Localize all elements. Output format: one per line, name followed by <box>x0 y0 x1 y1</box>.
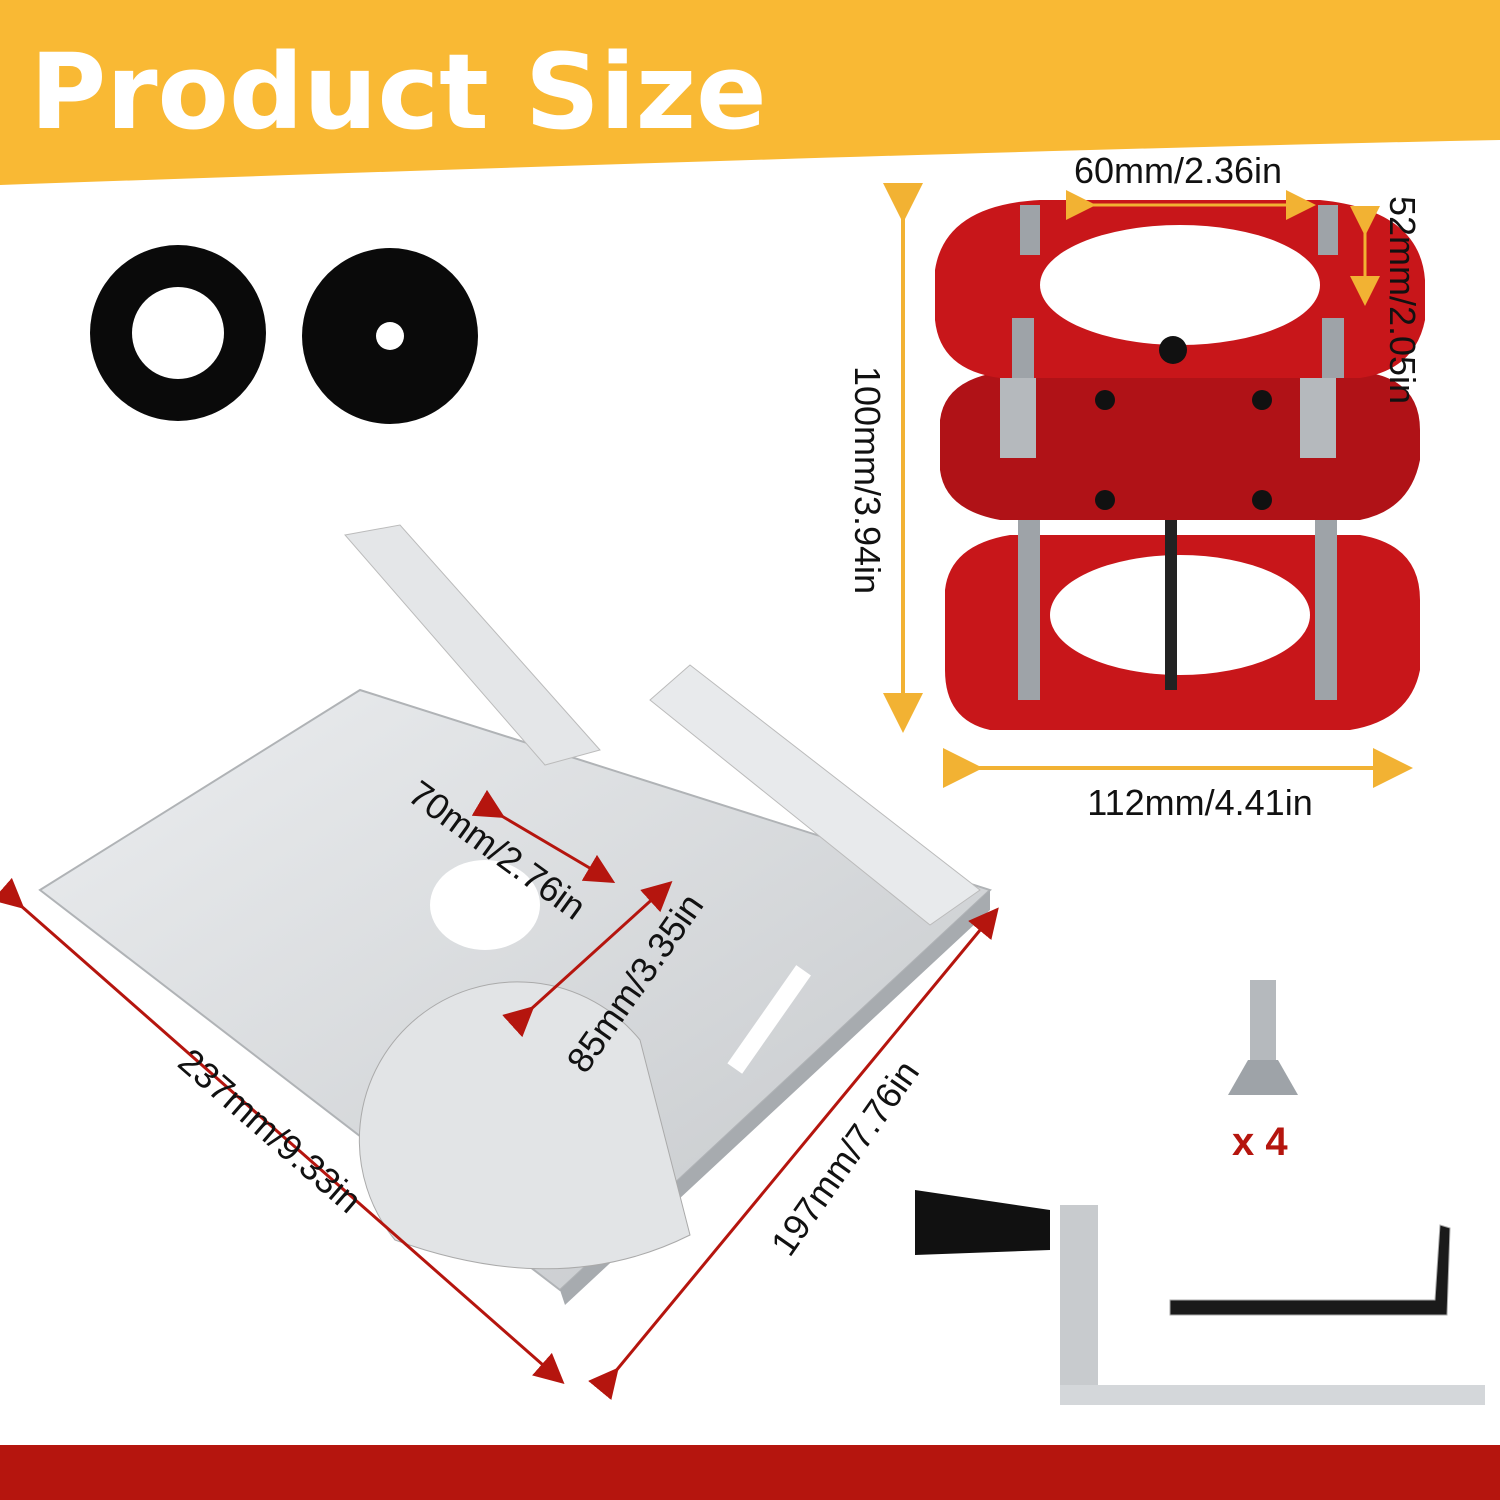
lift-plate-gap-label: 52mm/2.05in <box>1382 196 1423 404</box>
plate-length-arrow <box>0 877 565 1384</box>
footer-bar <box>0 1445 1500 1500</box>
crank-handle-image <box>915 1190 1485 1405</box>
lift-base-width-label: 112mm/4.41in <box>1087 782 1312 823</box>
screw-image <box>1228 980 1298 1095</box>
plate-slot-spacing-arrow <box>471 789 616 884</box>
page-title: Product Size <box>30 31 767 153</box>
lift-height-label: 100mm/3.94in <box>847 366 888 594</box>
router-lift-image <box>935 200 1425 730</box>
plate-width-arrow <box>588 907 999 1401</box>
lift-top-width-label: 60mm/2.36in <box>1074 150 1282 191</box>
hex-key-image <box>1169 1224 1451 1316</box>
header-banner <box>0 0 1500 185</box>
screw-quantity-label: x 4 <box>1232 1120 1288 1164</box>
washer-rings <box>90 245 478 424</box>
